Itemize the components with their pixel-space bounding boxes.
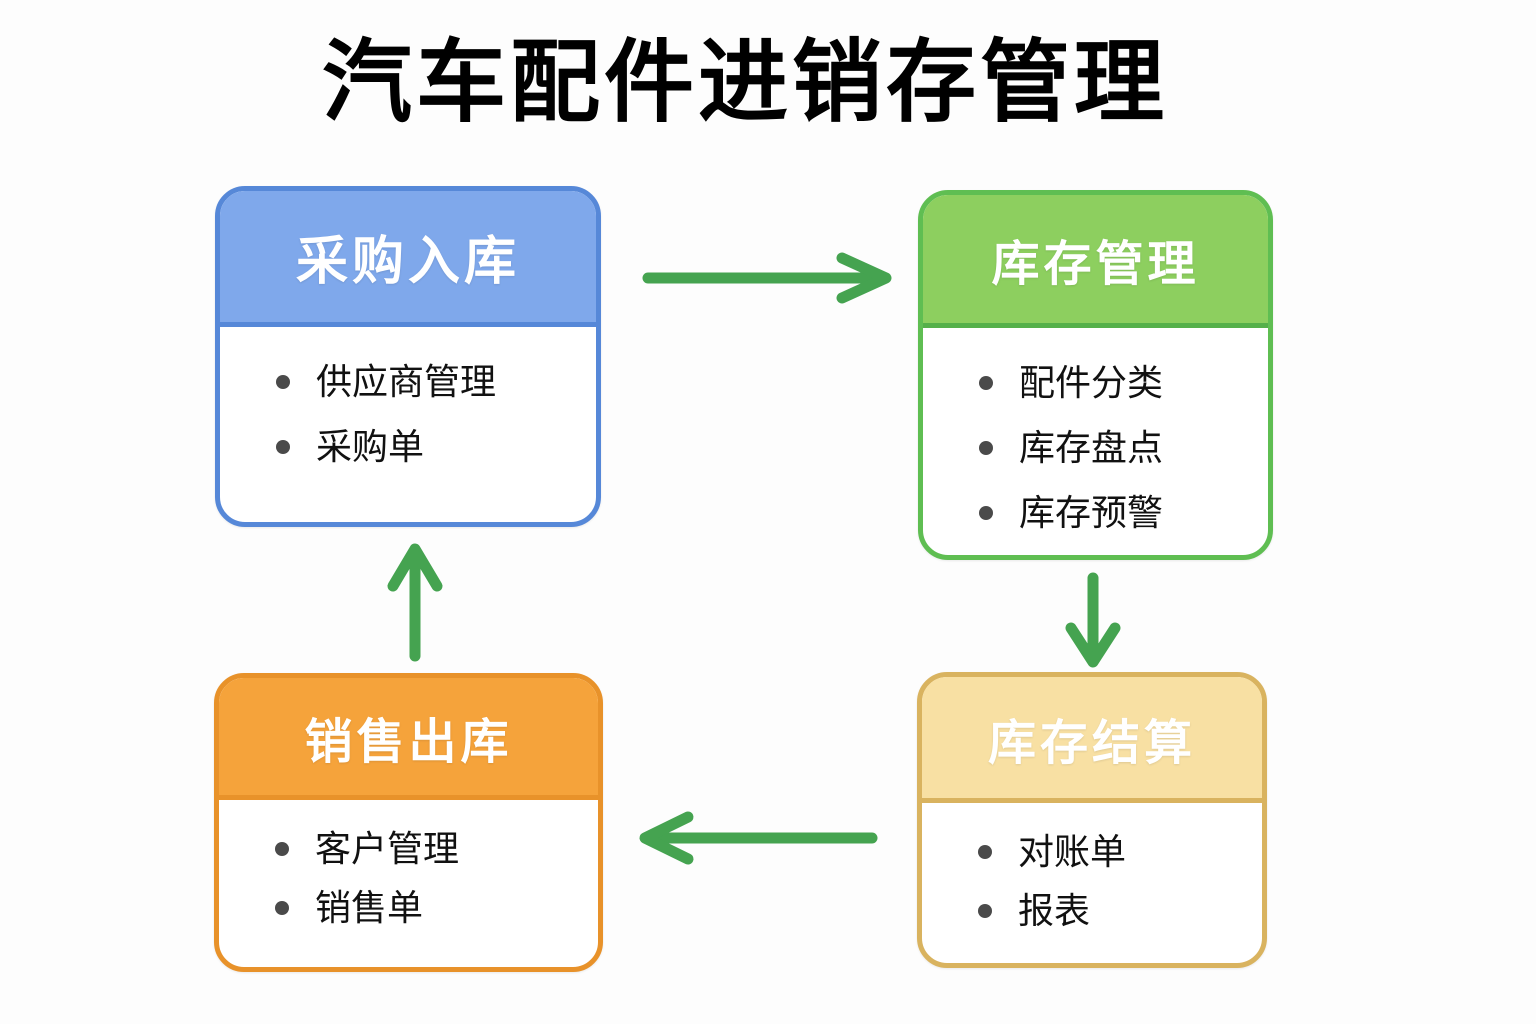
node-settlement-title: 库存结算: [987, 716, 1196, 770]
node-purchase-header: 采购入库: [220, 191, 596, 327]
node-inventory-title: 库存管理: [991, 238, 1200, 291]
item-text: 库存预警: [1019, 492, 1164, 533]
bullet-dot-icon: [978, 904, 992, 918]
arrow-inventory-to-settlement-icon: [1058, 570, 1128, 672]
list-item: 供应商管理: [276, 363, 576, 401]
list-item: 报表: [978, 892, 1242, 930]
item-text: 供应商管理: [316, 361, 497, 402]
bullet-dot-icon: [275, 901, 289, 915]
list-item: 库存盘点: [979, 429, 1248, 467]
list-item: 库存预警: [979, 494, 1248, 532]
bullet-dot-icon: [276, 375, 290, 389]
item-text: 采购单: [316, 426, 425, 467]
node-sales-header: 销售出库: [219, 678, 598, 800]
bullet-dot-icon: [979, 506, 993, 520]
list-item: 客户管理: [275, 830, 578, 868]
list-item: 对账单: [978, 833, 1242, 871]
bullet-dot-icon: [275, 842, 289, 856]
node-settlement-body: 对账单 报表: [922, 803, 1262, 930]
arrow-sales-to-purchase-icon: [380, 540, 450, 665]
list-item: 采购单: [276, 428, 576, 466]
arrow-settlement-to-sales-icon: [628, 808, 888, 868]
node-inventory-management: 库存管理 配件分类 库存盘点 库存预警: [918, 190, 1273, 560]
node-inventory-header: 库存管理: [923, 195, 1268, 328]
bullet-dot-icon: [978, 845, 992, 859]
bullet-dot-icon: [979, 376, 993, 390]
node-purchase-body: 供应商管理 采购单: [220, 327, 596, 466]
item-text: 报表: [1018, 890, 1091, 931]
list-item: 销售单: [275, 889, 578, 927]
bullet-dot-icon: [979, 441, 993, 455]
node-inventory-body: 配件分类 库存盘点 库存预警: [923, 328, 1268, 532]
item-text: 对账单: [1018, 831, 1127, 872]
item-text: 库存盘点: [1019, 427, 1164, 468]
node-sales-outbound: 销售出库 客户管理 销售单: [214, 673, 603, 972]
arrow-purchase-to-inventory-icon: [630, 250, 910, 310]
item-text: 销售单: [315, 887, 424, 928]
page-title: 汽车配件进销存管理: [322, 33, 1168, 133]
node-purchase-inbound: 采购入库 供应商管理 采购单: [215, 186, 601, 527]
list-item: 配件分类: [979, 364, 1248, 402]
node-sales-title: 销售出库: [304, 715, 513, 769]
item-text: 配件分类: [1019, 362, 1164, 403]
item-text: 客户管理: [315, 828, 460, 869]
node-purchase-title: 采购入库: [295, 233, 520, 291]
node-sales-body: 客户管理 销售单: [219, 800, 598, 927]
node-inventory-settlement: 库存结算 对账单 报表: [917, 672, 1267, 968]
node-settlement-header: 库存结算: [922, 677, 1262, 803]
bullet-dot-icon: [276, 440, 290, 454]
